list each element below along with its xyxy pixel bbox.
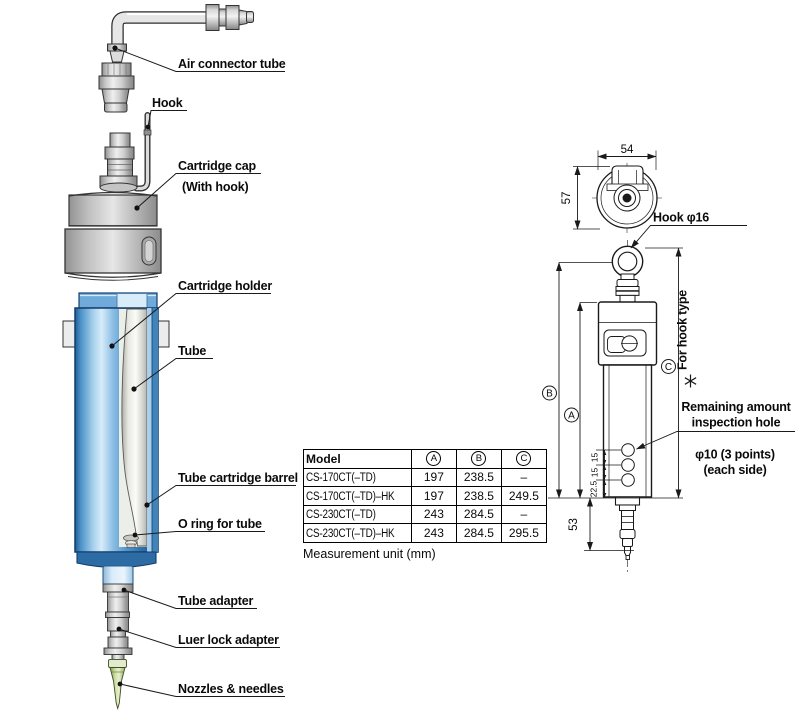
leader-lines: [111, 47, 296, 697]
value-b: 238.5: [455, 486, 502, 506]
inspection-hole-3: [621, 473, 635, 487]
label-tube: Tube: [178, 344, 206, 358]
inspection-hole-2: [621, 458, 635, 472]
inspection-label-line1: Remaining amount: [681, 400, 791, 414]
value-a: 197: [410, 486, 457, 506]
table-header-row: Model A B C: [303, 449, 547, 469]
value-b: 284.5: [455, 523, 502, 543]
col-header-a: A: [410, 449, 457, 469]
circled-b: B: [471, 451, 487, 467]
tube-inside-cutaway: [121, 308, 148, 547]
dim-c: C: [645, 247, 683, 499]
label-cartridge-cap: Cartridge cap: [178, 159, 257, 173]
nozzle-drawing: [108, 659, 127, 711]
col-header-c: C: [500, 449, 547, 469]
label-cartridge-holder: Cartridge holder: [178, 279, 272, 293]
hole-pitch-2: 15: [590, 468, 600, 478]
inspection-detail-line1: φ10 (3 points): [695, 448, 775, 462]
dim-b: B: [542, 262, 612, 499]
label-nozzles-needles: Nozzles & needles: [178, 682, 284, 696]
col-header-model: Model: [303, 449, 412, 469]
dim-a: A: [564, 302, 597, 499]
dim-letter-c: C: [665, 362, 672, 373]
value-c: 295.5: [500, 523, 547, 543]
label-tube-adapter: Tube adapter: [178, 594, 253, 608]
circled-c: C: [516, 451, 532, 467]
model-name: CS-230CT(–TD): [303, 504, 412, 524]
label-hook: Hook: [152, 96, 183, 110]
cartridge-cap-drawing: [64, 191, 162, 281]
hook-diameter-callout: Hook φ16: [630, 211, 747, 249]
table-row: CS-170CT(–TD) 197 238.5 –: [303, 467, 547, 487]
hook-diameter-label: Hook φ16: [653, 211, 709, 225]
value-a: 243: [410, 504, 457, 524]
hole-offset: 22.5: [589, 480, 599, 497]
dim-letter-b: B: [546, 389, 553, 400]
label-tube-cartridge-barrel: Tube cartridge barrel: [178, 471, 298, 485]
value-a: 243: [410, 523, 457, 543]
value-c: 249.5: [500, 486, 547, 506]
col-header-b: B: [455, 449, 502, 469]
dim-54-value: 54: [621, 144, 634, 156]
inspection-label-line2: inspection hole: [692, 416, 781, 430]
top-view-drawing: [592, 163, 662, 233]
label-cartridge-cap-sub: (With hook): [182, 180, 248, 194]
model-name: CS-170CT(–TD)–HK: [303, 486, 412, 506]
cartridge-holder-drawing: [62, 292, 170, 586]
hook-type-note: For hook type: [676, 290, 697, 388]
value-c: –: [500, 504, 547, 524]
dim-53-value: 53: [568, 518, 580, 531]
luer-lock-adapter-drawing: [103, 636, 133, 661]
tube-adapter-drawing: [102, 583, 134, 638]
dim-57: 57: [561, 166, 610, 230]
spec-table: Model A B C CS-170CT(–TD) 197 238.5 – CS…: [303, 449, 547, 543]
reference-asterisk-icon: [684, 374, 697, 388]
side-view-drawing: [597, 240, 658, 572]
hook-type-note-text: For hook type: [676, 290, 690, 370]
inspection-hole-callout: Remaining amount inspection hole φ10 (3 …: [636, 400, 795, 477]
circled-a: A: [426, 451, 442, 467]
value-a: 197: [410, 467, 457, 487]
value-b: 284.5: [455, 504, 502, 524]
label-luer-lock-adapter: Luer lock adapter: [178, 633, 279, 647]
dim-53: 53: [568, 497, 634, 551]
label-o-ring-for-tube: O ring for tube: [178, 517, 262, 531]
table-row: CS-170CT(–TD)–HK 197 238.5 249.5: [303, 486, 547, 506]
hole-pitch-dims: 15 15 22.5: [589, 449, 621, 498]
measurement-unit-note: Measurement unit (mm): [303, 547, 436, 561]
dim-letter-a: A: [568, 411, 575, 422]
hole-pitch-1: 15: [590, 453, 600, 463]
hook-drawing: [133, 112, 152, 192]
value-b: 238.5: [455, 467, 502, 487]
inspection-hole-1: [621, 443, 635, 457]
dim-57-value: 57: [561, 192, 573, 205]
model-name: CS-230CT(–TD)–HK: [303, 523, 412, 543]
inspection-detail-line2: (each side): [703, 463, 766, 477]
dim-54: 54: [597, 144, 657, 170]
value-c: –: [500, 467, 547, 487]
table-row: CS-230CT(–TD)–HK 243 284.5 295.5: [303, 523, 547, 543]
label-air-connector-tube: Air connector tube: [178, 57, 286, 71]
table-row: CS-230CT(–TD) 243 284.5 –: [303, 504, 547, 524]
model-name: CS-170CT(–TD): [303, 467, 412, 487]
cap-fitting-drawing: [99, 132, 138, 193]
